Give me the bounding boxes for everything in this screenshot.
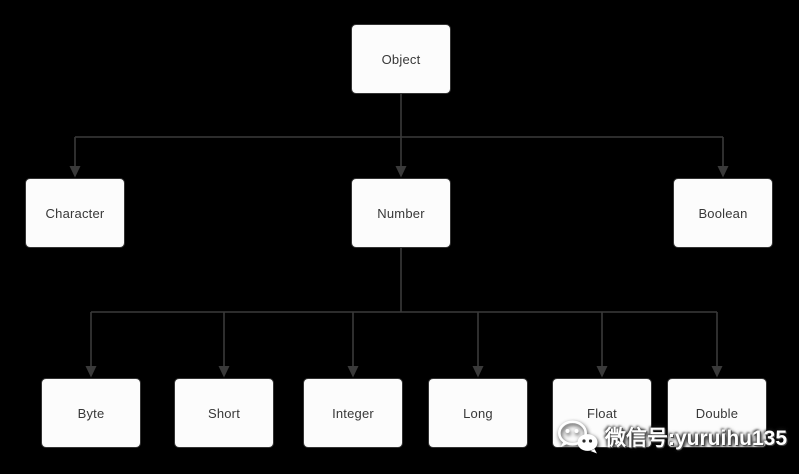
node-label: Integer [332,405,374,421]
node-short: Short [174,378,274,448]
node-long: Long [428,378,528,448]
node-label: Number [377,205,425,221]
node-boolean: Boolean [673,178,773,248]
node-label: Long [463,405,493,421]
arrowhead-number [395,166,407,178]
node-float: Float [552,378,652,448]
arrowhead-boolean [717,166,729,178]
arrowhead-float [596,366,608,378]
watermark: 微信号:yuruihu135 [556,418,787,456]
node-character: Character [25,178,125,248]
node-label: Byte [77,405,105,421]
node-byte: Byte [41,378,141,448]
arrowhead-short [218,366,230,378]
node-label: Short [207,405,241,421]
arrowhead-long [472,366,484,378]
connector-lines [74,94,724,367]
arrowhead-integer [347,366,359,378]
node-double: Double [667,378,767,448]
node-number: Number [351,178,451,248]
node-object: Object [351,24,451,94]
node-label: Object [381,51,421,67]
watermark-text: 微信号:yuruihu135 [605,427,788,450]
node-integer: Integer [303,378,403,448]
arrowhead-double [711,366,723,378]
arrowheads [69,166,729,378]
arrowhead-character [69,166,81,178]
arrowhead-byte [85,366,97,378]
wechat-icon [558,420,598,454]
node-label: Character [45,205,105,221]
node-label: Float [587,405,617,421]
node-label: Boolean [698,205,748,221]
node-label: Double [695,405,739,421]
